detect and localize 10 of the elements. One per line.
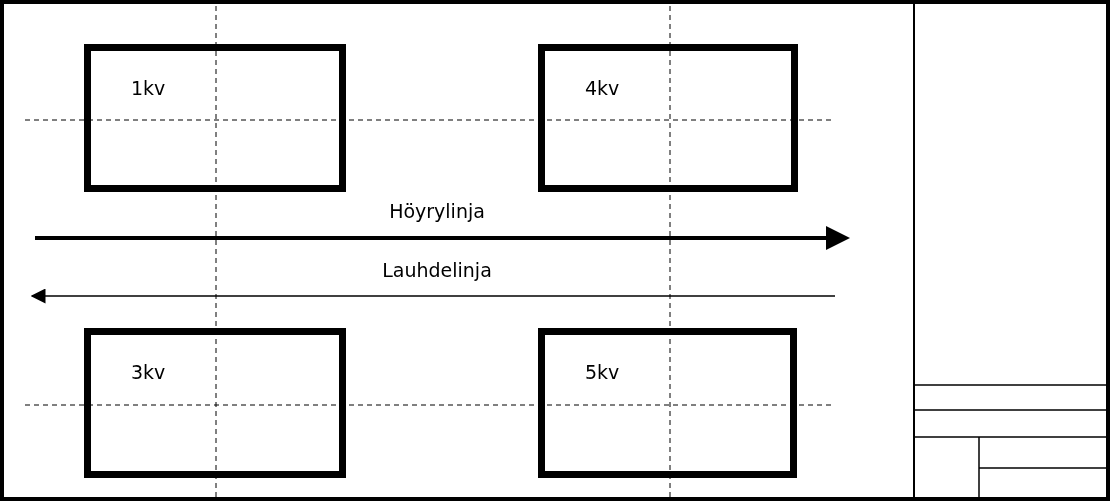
room-label: 3kv	[131, 361, 166, 383]
room-label: 4kv	[585, 77, 620, 99]
room-box	[84, 328, 346, 478]
room-box	[84, 44, 346, 192]
room-box	[538, 328, 797, 478]
pipe-label: Höyrylinja	[389, 200, 485, 222]
room-label: 1kv	[131, 77, 166, 99]
room-box	[538, 44, 798, 192]
room-label: 5kv	[585, 361, 620, 383]
pipe-label: Lauhdelinja	[382, 259, 492, 281]
